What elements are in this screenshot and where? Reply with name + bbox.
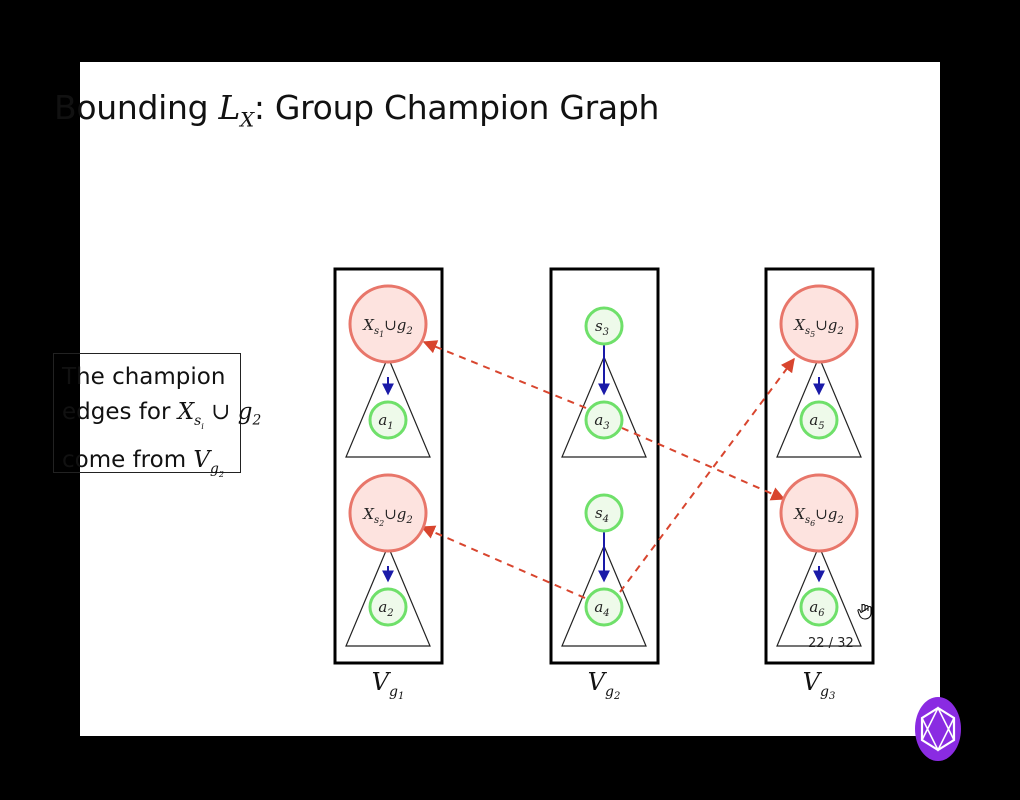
champion-edge-a3-to-xs1 — [422, 340, 587, 409]
group-box-g2 — [549, 267, 660, 665]
title-math-sub: X — [240, 108, 254, 132]
svg-text:Xs6∪g2: Xs6∪g2 — [793, 505, 843, 528]
node-a2: a2 — [368, 587, 408, 627]
node-a6: a6 — [799, 587, 839, 627]
title-suffix: : Group Champion Graph — [253, 88, 660, 127]
champion-edge-a4-to-xs5 — [619, 357, 795, 593]
svg-text:a2: a2 — [378, 598, 393, 619]
node-xs2-g2: Xs2∪g2 — [348, 473, 428, 553]
callout-math-2: 2 — [218, 468, 225, 479]
callout-math-i: i — [201, 420, 204, 431]
page-number: 22 / 32 — [808, 636, 854, 651]
callout-line-1: The champion — [62, 364, 226, 390]
tree-triangle-g1-bottom — [345, 544, 431, 647]
tree-arrows — [382, 345, 825, 583]
tree-triangle-g2-bottom — [561, 544, 647, 647]
svg-text:a4: a4 — [594, 598, 609, 619]
svg-text:a6: a6 — [809, 598, 825, 619]
svg-text:a3: a3 — [594, 411, 609, 432]
title-prefix: Bounding — [54, 88, 219, 127]
node-a4: a4 — [584, 587, 624, 627]
tree-triangle-g3-top — [776, 355, 862, 458]
node-s3: s3 — [584, 306, 624, 346]
svg-text:Xs2∪g2: Xs2∪g2 — [362, 505, 412, 528]
champion-callout-box: The champion edges for Xsi ∪ g2 come fro… — [53, 353, 261, 479]
node-s4: s4 — [584, 493, 624, 533]
svg-text:a1: a1 — [378, 411, 393, 432]
group-label-vg1: Vg1 — [372, 668, 405, 702]
group-label-vg2: Vg2 — [588, 668, 621, 702]
node-a1: a1 — [368, 400, 408, 440]
tree-triangle-g3-bottom — [776, 544, 862, 647]
group-label-vg3: Vg3 — [803, 668, 836, 702]
slide — [80, 62, 940, 736]
slide-title: Bounding LX: Group Champion Graph — [54, 88, 659, 132]
group-box-g1 — [333, 267, 444, 665]
node-a3: a3 — [584, 400, 624, 440]
callout-math-V-sub: g2 — [210, 460, 225, 479]
node-xs5-g2: Xs5∪g2 — [779, 284, 859, 364]
callout-line3-text: come from — [62, 447, 194, 474]
tree-triangle-g1-top — [345, 355, 431, 458]
title-math-L: L — [218, 88, 241, 127]
hand-pointer-icon — [857, 603, 872, 620]
champion-edge-a3-to-xs6 — [621, 427, 786, 501]
svg-text:Xs1∪g2: Xs1∪g2 — [362, 316, 412, 339]
callout-math-s: s — [194, 412, 202, 429]
svg-text:s3: s3 — [595, 317, 609, 338]
callout-math-X: X — [177, 399, 195, 425]
node-xs1-g2: Xs1∪g2 — [348, 284, 428, 364]
champion-edge-a4-to-xs2 — [420, 525, 586, 599]
svg-text:s4: s4 — [595, 504, 609, 525]
callout-line2-text: edges for — [62, 399, 178, 425]
callout-math-V: V — [193, 447, 211, 474]
purple-hexagon-logo[interactable] — [914, 696, 962, 762]
node-a5: a5 — [799, 400, 839, 440]
node-xs6-g2: Xs6∪g2 — [779, 473, 859, 553]
svg-text:a5: a5 — [809, 411, 824, 432]
callout-math-X-sub: si — [194, 412, 204, 431]
group-box-g3 — [764, 267, 875, 665]
callout-math-g: g — [210, 460, 219, 477]
champion-edges — [420, 340, 795, 599]
callout-line-2: edges for Xsi ∪ g2 — [62, 395, 261, 443]
callout-math-union-g-sub: 2 — [252, 412, 262, 429]
svg-text:Xs5∪g2: Xs5∪g2 — [793, 316, 843, 339]
callout-line-3: come from Vg2 — [62, 443, 232, 491]
callout-math-union-g: ∪ g — [203, 399, 253, 425]
